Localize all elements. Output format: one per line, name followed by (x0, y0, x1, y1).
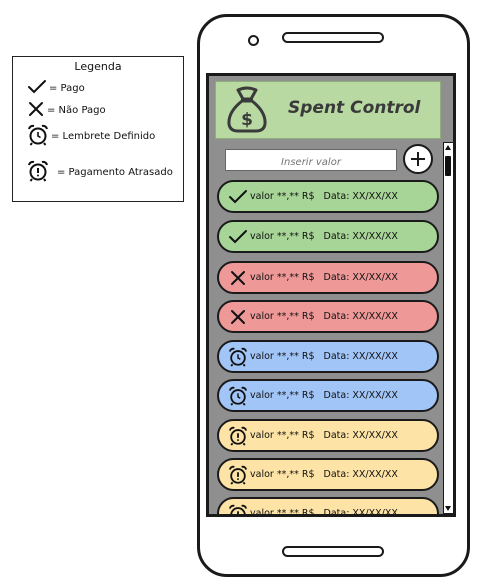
legend-label: = Lembrete Definido (51, 131, 156, 142)
entry-value: valor **,** R$ (250, 430, 315, 441)
legend-label: = Pago (49, 83, 85, 94)
home-button[interactable] (282, 546, 384, 557)
entry-date: Data: XX/XX/XX (323, 390, 398, 401)
entry-date: Data: XX/XX/XX (323, 469, 398, 480)
alarm-alert-icon (228, 426, 248, 446)
svg-text:$: $ (241, 110, 253, 130)
entry-value: valor **,** R$ (250, 272, 315, 283)
scroll-up-arrow-icon[interactable] (445, 145, 451, 150)
list-item[interactable]: valor **,** R$ Data: XX/XX/XX (217, 379, 439, 412)
legend-label: = Não Pago (47, 105, 106, 116)
list-item[interactable]: valor **,** R$ Data: XX/XX/XX (217, 261, 439, 294)
entry-date: Data: XX/XX/XX (323, 311, 398, 322)
entry-date: Data: XX/XX/XX (323, 430, 398, 441)
list-item[interactable]: valor **,** R$ Data: XX/XX/XX (217, 300, 439, 333)
scroll-thumb[interactable] (445, 156, 451, 176)
legend-item-atrasado: = Pagamento Atrasado (27, 160, 173, 185)
legend-title: Legenda (74, 60, 122, 73)
check-icon (228, 187, 248, 207)
legend-item-pago: = Pago (27, 79, 85, 98)
phone-speaker (282, 32, 384, 43)
alarm-alert-icon (228, 465, 248, 485)
app-header: $ Spent Control (215, 81, 441, 139)
entry-value: valor **,** R$ (250, 311, 315, 322)
list-item[interactable]: valor **,** R$ Data: XX/XX/XX (217, 458, 439, 491)
entry-date: Data: XX/XX/XX (323, 508, 398, 517)
app-title: Spent Control (288, 98, 421, 118)
value-input-box[interactable] (225, 149, 397, 173)
app-screen: $ Spent Control valor **,** R$ Data: XX/… (206, 73, 456, 517)
list-item[interactable]: valor **,** R$ Data: XX/XX/XX (217, 419, 439, 452)
alarm-clock-icon (228, 347, 248, 367)
entry-value: valor **,** R$ (250, 231, 315, 242)
scrollbar[interactable] (443, 142, 453, 514)
list-item[interactable]: valor **,** R$ Data: XX/XX/XX (217, 497, 439, 517)
legend-box: Legenda = Pago = Não Pago = Lembrete Def… (12, 56, 184, 202)
entry-value: valor **,** R$ (250, 351, 315, 362)
legend-item-nao-pago: = Não Pago (27, 101, 106, 120)
entry-value: valor **,** R$ (250, 191, 315, 202)
camera-icon (248, 35, 259, 46)
legend-label: = Pagamento Atrasado (57, 167, 173, 178)
money-bag-icon: $ (224, 86, 270, 138)
entry-date: Data: XX/XX/XX (323, 272, 398, 283)
x-icon (27, 101, 47, 120)
entry-value: valor **,** R$ (250, 469, 315, 480)
list-item[interactable]: valor **,** R$ Data: XX/XX/XX (217, 180, 439, 213)
entry-value: valor **,** R$ (250, 390, 315, 401)
entry-date: Data: XX/XX/XX (323, 231, 398, 242)
alarm-clock-icon (228, 386, 248, 406)
alarm-alert-icon (228, 504, 248, 514)
check-icon (27, 79, 49, 98)
value-input[interactable] (226, 152, 396, 173)
x-icon (228, 307, 248, 327)
legend-item-lembrete: = Lembrete Definido (27, 124, 155, 149)
entry-value: valor **,** R$ (250, 508, 315, 517)
list-item[interactable]: valor **,** R$ Data: XX/XX/XX (217, 340, 439, 373)
check-icon (228, 227, 248, 247)
add-button[interactable] (403, 144, 433, 174)
alarm-alert-icon (27, 160, 51, 185)
scroll-down-arrow-icon[interactable] (445, 506, 451, 511)
x-icon (228, 268, 248, 288)
entry-date: Data: XX/XX/XX (323, 351, 398, 362)
entry-date: Data: XX/XX/XX (323, 191, 398, 202)
alarm-clock-icon (27, 124, 51, 149)
list-item[interactable]: valor **,** R$ Data: XX/XX/XX (217, 220, 439, 253)
